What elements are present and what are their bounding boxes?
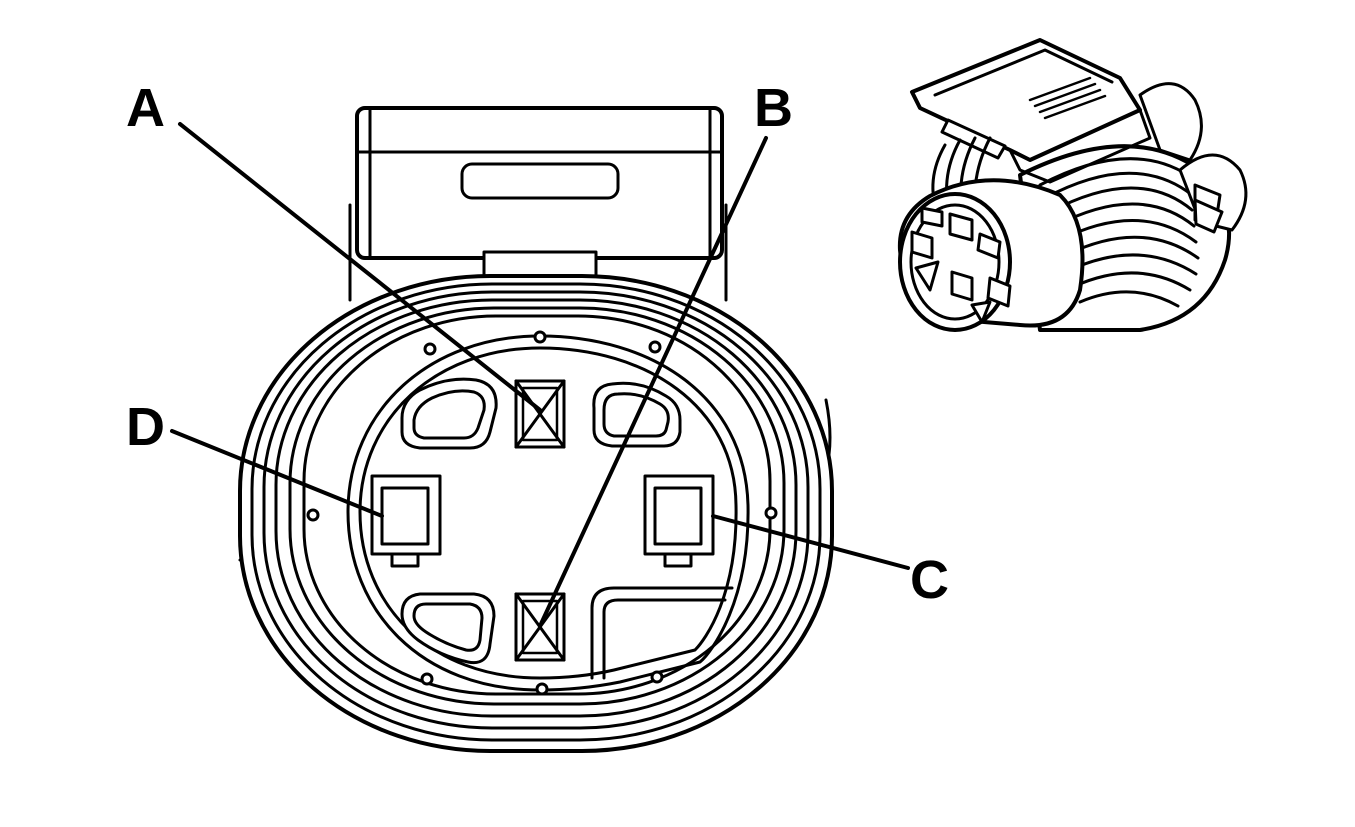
callout-label-b: B: [754, 78, 793, 138]
callout-label-a: A: [126, 78, 165, 138]
terminal-a: [514, 379, 566, 449]
leader-lines: [170, 122, 910, 628]
terminal-d: [370, 474, 442, 568]
locking-tab: [355, 106, 724, 286]
callout-label-d: D: [126, 397, 165, 457]
callout-label-c: C: [910, 550, 949, 610]
leader-line-a: [178, 122, 542, 412]
connector-isometric-view: [897, 38, 1248, 332]
leader-line-c: [711, 514, 910, 570]
isometric-face-terminals: [910, 206, 1012, 324]
connector-face-view: A B C D: [126, 78, 949, 753]
terminal-c: [643, 474, 715, 568]
leader-line-d: [170, 429, 384, 518]
connector-face: [346, 334, 750, 692]
alignment-dots: [306, 330, 778, 696]
leader-line-b: [538, 136, 768, 628]
